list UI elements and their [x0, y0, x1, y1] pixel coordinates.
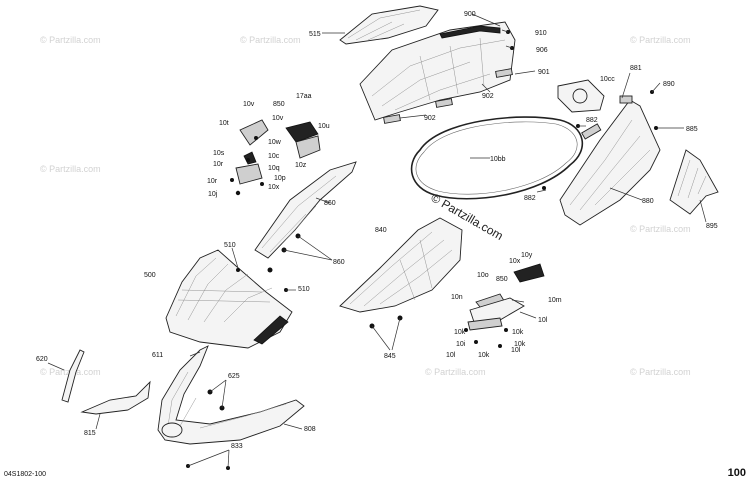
label-510a: 510	[224, 242, 236, 249]
label-10n: 10n	[451, 294, 463, 301]
label-845: 845	[384, 353, 396, 360]
label-10z: 10z	[295, 162, 307, 169]
label-902a: 902	[482, 93, 494, 100]
label-880: 880	[642, 198, 654, 205]
label-10i: 10i	[456, 341, 466, 348]
label-860a: 860	[324, 200, 336, 207]
label-885: 885	[686, 126, 698, 133]
part-895-side-trim	[669, 149, 719, 215]
label-10l3: 10l	[511, 347, 521, 354]
label-10k2: 10k	[512, 329, 524, 336]
label-833: 833	[231, 443, 243, 450]
label-10s: 10s	[213, 150, 225, 157]
label-10m: 10m	[548, 297, 562, 304]
watermark: © Partzilla.com	[240, 35, 301, 45]
label-10q: 10q	[268, 165, 280, 172]
label-10x: 10x	[268, 184, 280, 191]
label-510b: 510	[298, 286, 310, 293]
label-10t: 10t	[219, 120, 229, 127]
label-10w: 10w	[268, 139, 282, 146]
label-10r1: 10r	[213, 161, 224, 168]
label-17aa: 17aa	[296, 93, 312, 100]
label-10v2: 10v	[272, 115, 284, 122]
label-815: 815	[84, 430, 96, 437]
part-10cc-plate	[557, 79, 605, 113]
label-10k1: 10k	[454, 329, 466, 336]
footer-code: 04S1802-100	[4, 471, 47, 478]
label-906: 906	[536, 47, 548, 54]
label-10l2: 10l	[446, 352, 456, 359]
watermark: © Partzilla.com	[630, 35, 691, 45]
leader-lines	[47, 13, 707, 469]
label-10u: 10u	[318, 123, 330, 130]
label-620: 620	[36, 356, 48, 363]
part-500-front-nose	[165, 249, 293, 349]
part-labels: 515 900 910 906 901 902 902 881 10cc 890…	[36, 11, 718, 450]
part-840-side-skirt	[339, 217, 463, 329]
watermark: © Partzilla.com	[630, 224, 691, 234]
label-625: 625	[228, 373, 240, 380]
part-620-strip	[61, 349, 85, 403]
label-10k3: 10k	[514, 341, 526, 348]
label-10r2: 10r	[207, 178, 218, 185]
label-890: 890	[663, 81, 675, 88]
label-10p: 10p	[274, 175, 286, 182]
label-850b: 850	[496, 276, 508, 283]
label-902b: 902	[424, 115, 436, 122]
label-611: 611	[152, 352, 163, 359]
part-515-upper-panel	[339, 5, 439, 45]
watermark: © Partzilla.com	[40, 35, 101, 45]
label-840: 840	[375, 227, 387, 234]
watermark: © Partzilla.com	[630, 367, 691, 377]
watermark: © Partzilla.com	[40, 164, 101, 174]
label-901: 901	[538, 69, 550, 76]
label-10v1: 10v	[243, 101, 255, 108]
part-860-fender-strip	[254, 161, 357, 273]
part-10bb-gasket	[410, 116, 584, 200]
watermark: © Partzilla.com	[425, 367, 486, 377]
label-860b: 860	[333, 259, 345, 266]
part-10-bracket-assembly	[230, 119, 321, 196]
label-10x2: 10x	[509, 258, 521, 265]
label-10j: 10j	[208, 191, 218, 198]
label-10o: 10o	[477, 272, 489, 279]
page-number: 100	[727, 467, 746, 479]
label-500: 500	[144, 272, 156, 279]
part-900-top-cover	[359, 21, 516, 124]
label-10cc: 10cc	[600, 76, 615, 83]
part-808-lower-bumper	[157, 345, 305, 470]
label-10c: 10c	[268, 153, 280, 160]
label-910: 910	[535, 30, 547, 37]
label-882b: 882	[524, 195, 536, 202]
label-10bb: 10bb	[490, 156, 506, 163]
label-895: 895	[706, 223, 718, 230]
label-10y: 10y	[521, 252, 533, 259]
label-808: 808	[304, 426, 316, 433]
label-10k4: 10k	[478, 352, 490, 359]
label-881: 881	[630, 65, 642, 72]
label-882a: 882	[586, 117, 598, 124]
label-10l1: 10l	[538, 317, 548, 324]
part-815-trim	[80, 380, 151, 415]
part-880-side-panel	[559, 95, 661, 226]
label-515: 515	[309, 31, 321, 38]
part-10-lower-bracket-assembly	[464, 263, 545, 348]
label-850a: 850	[273, 101, 285, 108]
label-900: 900	[464, 11, 476, 18]
